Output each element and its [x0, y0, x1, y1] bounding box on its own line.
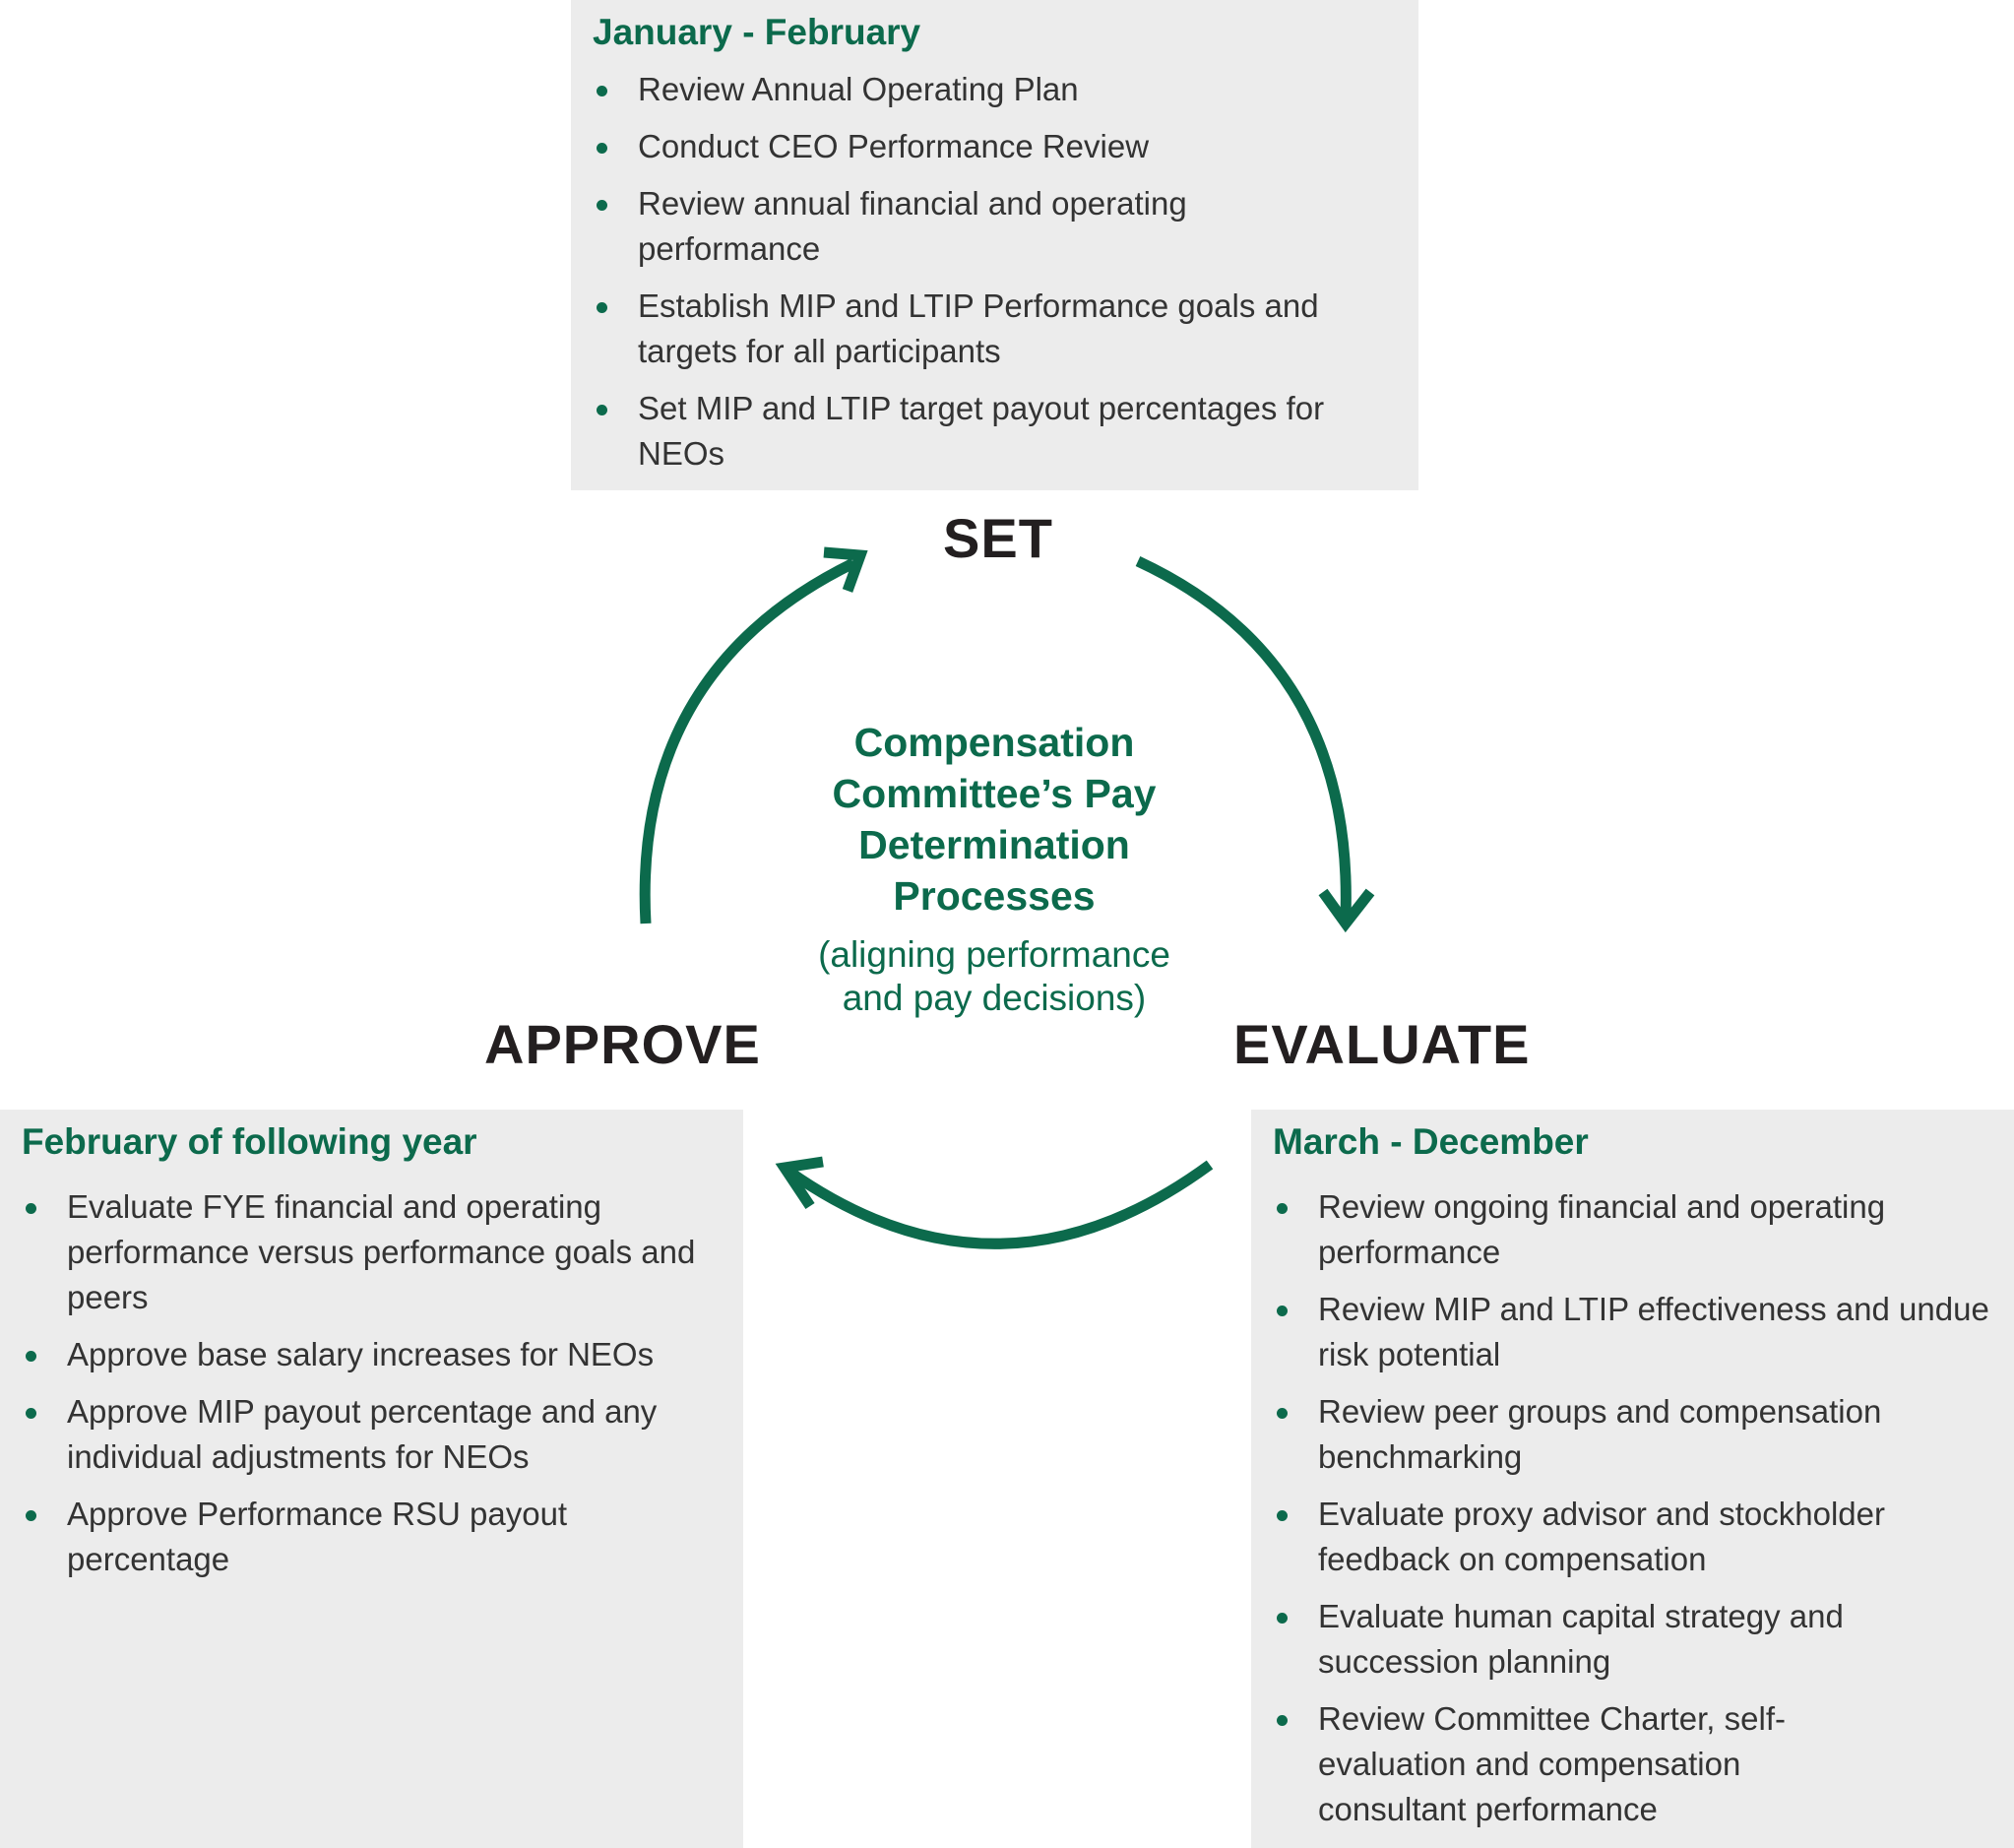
center-subtitle: (aligning performance and pay decisions)	[748, 933, 1240, 1020]
approve-task: Approve base salary increases for NEOs	[67, 1336, 655, 1372]
arrow-set-to-evaluate	[1135, 556, 1352, 919]
bullet-icon	[1277, 1408, 1288, 1419]
evaluate-task: Review peer groups and compensation benc…	[1318, 1393, 1882, 1475]
bullet-icon	[1277, 1203, 1288, 1214]
list-item: Approve Performance RSU payout percentag…	[22, 1492, 722, 1582]
evaluate-panel: March - December Review ongoing financia…	[1251, 1110, 2014, 1848]
list-item: Evaluate FYE financial and operating per…	[22, 1184, 722, 1320]
center-title-line: Committee’s Pay	[832, 771, 1157, 816]
list-item: Conduct CEO Performance Review	[593, 124, 1397, 169]
list-item: Approve MIP payout percentage and any in…	[22, 1389, 722, 1480]
set-task: Establish MIP and LTIP Performance goals…	[638, 287, 1319, 369]
list-item: Review Annual Operating Plan	[593, 67, 1397, 112]
list-item: Evaluate proxy advisor and stockholder f…	[1273, 1492, 1992, 1582]
stage-label-evaluate: EVALUATE	[1233, 1013, 1531, 1075]
list-item: Review ongoing financial and operating p…	[1273, 1184, 1992, 1275]
bullet-icon	[1277, 1715, 1288, 1726]
arrow-head-approve-to-set	[823, 546, 868, 593]
bullet-icon	[597, 86, 607, 96]
center-title: Compensation Committee’s Pay Determinati…	[748, 717, 1240, 922]
arrow-head-set-to-evaluate	[1318, 888, 1375, 933]
bullet-icon	[1277, 1306, 1288, 1316]
list-item: Approve base salary increases for NEOs	[22, 1332, 722, 1377]
list-item: Set MIP and LTIP target payout percentag…	[593, 386, 1397, 477]
bullet-icon	[1277, 1613, 1288, 1624]
center-subtitle-line: and pay decisions)	[842, 978, 1147, 1018]
arrow-head-evaluate-to-approve	[775, 1156, 824, 1210]
approve-task: Approve MIP payout percentage and any in…	[67, 1393, 658, 1475]
set-period-heading: January - February	[593, 12, 921, 52]
list-item: Review MIP and LTIP effectiveness and un…	[1273, 1287, 1992, 1377]
set-task: Conduct CEO Performance Review	[638, 128, 1150, 164]
center-title-line: Compensation	[853, 720, 1135, 765]
approve-task: Approve Performance RSU payout percentag…	[67, 1496, 568, 1577]
evaluate-period-heading: March - December	[1273, 1121, 1589, 1162]
center-title-line: Processes	[893, 873, 1096, 919]
bullet-icon	[597, 200, 607, 211]
bullet-icon	[26, 1351, 36, 1362]
set-task: Review annual financial and operating pe…	[638, 185, 1187, 267]
evaluate-task: Evaluate proxy advisor and stockholder f…	[1318, 1496, 1885, 1577]
evaluate-task: Evaluate human capital strategy and succ…	[1318, 1598, 1844, 1680]
set-task: Review Annual Operating Plan	[638, 71, 1079, 107]
bullet-icon	[1277, 1510, 1288, 1521]
bullet-icon	[26, 1408, 36, 1419]
bullet-icon	[26, 1510, 36, 1521]
set-task: Set MIP and LTIP target payout percentag…	[638, 390, 1325, 472]
evaluate-task: Review ongoing financial and operating p…	[1318, 1188, 1886, 1270]
approve-period-heading: February of following year	[22, 1121, 477, 1162]
bullet-icon	[597, 405, 607, 415]
set-panel: January - February Review Annual Operati…	[571, 0, 1418, 490]
arrow-evaluate-to-approve	[786, 1160, 1214, 1249]
list-item: Review annual financial and operating pe…	[593, 181, 1397, 272]
approve-panel: February of following year Evaluate FYE …	[0, 1110, 743, 1848]
set-task-list: Review Annual Operating Plan Conduct CEO…	[593, 67, 1397, 477]
evaluate-task-list: Review ongoing financial and operating p…	[1273, 1184, 1992, 1832]
arrow-approve-to-set	[639, 558, 856, 924]
approve-task-list: Evaluate FYE financial and operating per…	[22, 1184, 722, 1582]
list-item: Review Committee Charter, self-evaluatio…	[1273, 1696, 1992, 1832]
evaluate-task: Review MIP and LTIP effectiveness and un…	[1318, 1291, 1989, 1372]
bullet-icon	[26, 1203, 36, 1214]
stage-label-approve: APPROVE	[484, 1013, 761, 1075]
center-subtitle-line: (aligning performance	[818, 934, 1170, 975]
approve-task: Evaluate FYE financial and operating per…	[67, 1188, 696, 1315]
list-item: Evaluate human capital strategy and succ…	[1273, 1594, 1992, 1685]
bullet-icon	[597, 302, 607, 313]
list-item: Establish MIP and LTIP Performance goals…	[593, 284, 1397, 374]
center-title-line: Determination	[858, 822, 1130, 867]
list-item: Review peer groups and compensation benc…	[1273, 1389, 1992, 1480]
evaluate-task: Review Committee Charter, self-evaluatio…	[1318, 1700, 1786, 1827]
stage-label-set: SET	[943, 507, 1053, 569]
bullet-icon	[597, 143, 607, 154]
